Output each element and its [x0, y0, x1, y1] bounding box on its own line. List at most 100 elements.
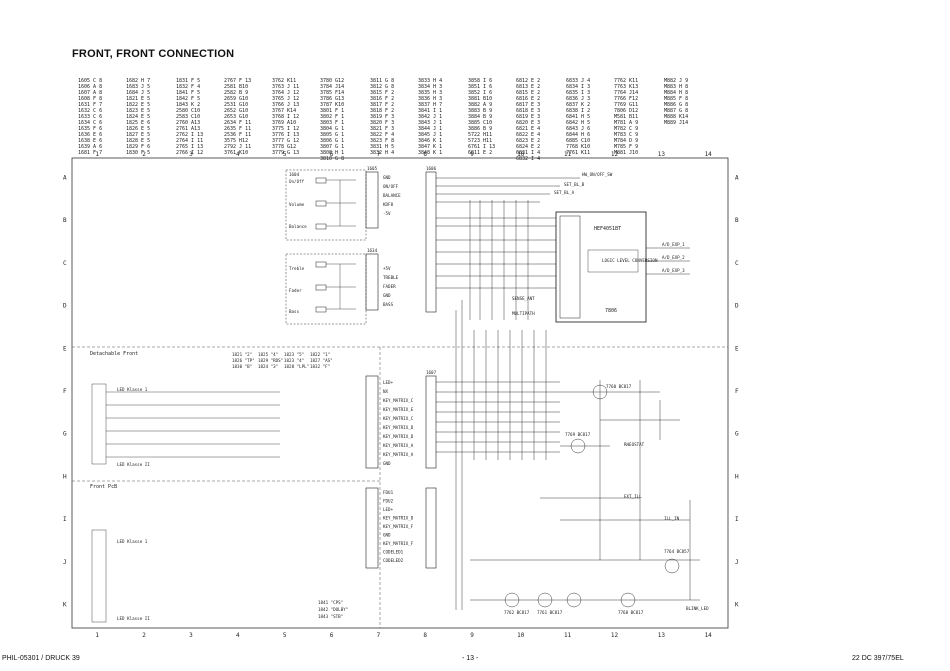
mark-note: 1821 "2" — [232, 352, 252, 357]
connector-1682 — [365, 487, 379, 569]
grid-column-label: 11 — [564, 632, 572, 639]
reference-entry: 3764 J 12 — [272, 90, 299, 96]
reference-entry: 1608 F 8 — [78, 96, 102, 102]
reference-entry: M888 K14 — [664, 114, 688, 120]
reference-entry: M782 C 9 — [614, 126, 638, 132]
reference-entry: 3883 B 9 — [468, 108, 492, 114]
pin-balance: BALANCE — [383, 193, 401, 198]
reference-entry: 2652 G10 — [224, 108, 248, 114]
pot-block-volume: 1604 On/Off Volume Balance 1605 GND ON/O… — [285, 166, 401, 241]
reference-entry: 3842 J 1 — [418, 114, 442, 120]
reference-entry: 3776 I 13 — [272, 132, 299, 138]
reference-entry: 3804 G 1 — [320, 126, 344, 132]
reference-entry: 1605 C 8 — [78, 78, 102, 84]
reference-entry: 3833 H 4 — [418, 78, 442, 84]
reference-entry: M581 B11 — [614, 114, 638, 120]
reference-entry: 3801 F 1 — [320, 108, 344, 114]
grid-row-label: I — [63, 516, 67, 523]
code-note: 1841 "CPS" — [318, 600, 343, 605]
reference-entry: 3811 G 8 — [370, 78, 394, 84]
grid-column-label: 4 — [236, 632, 240, 639]
reference-entry: 3836 H 3 — [418, 96, 442, 102]
reference-entry: 3882 A 9 — [468, 102, 492, 108]
lower-line-label: LED+ — [383, 507, 394, 512]
mark-note: 1827 "AS" — [310, 358, 333, 363]
reference-entry: 1826 E 5 — [126, 126, 150, 132]
pin-onoff: ON/OFF — [383, 184, 399, 189]
reference-entry: 3779 G 13 — [272, 150, 299, 156]
multipath-label: MULTIPATH — [512, 311, 535, 316]
grid-column-label: 13 — [658, 151, 666, 158]
pin-pos5v: +5V — [383, 266, 391, 271]
transistor-7768: 7768 BC817 — [618, 610, 644, 615]
detachable-front-label: Detachable Front — [90, 351, 138, 357]
reference-entry: 6817 E 3 — [516, 102, 540, 108]
reference-entry: 3847 K 1 — [418, 144, 442, 150]
reference-entry: M887 G 8 — [664, 108, 688, 114]
reference-entry: 2766 I 12 — [176, 150, 203, 156]
key-line-label: KEY_MATRIX_E — [383, 407, 414, 412]
reference-entry: 3766 J 13 — [272, 102, 299, 108]
grid-row-label: K — [735, 602, 739, 609]
sense-ant-label: SENSE_ANT — [512, 296, 535, 301]
mark-notes: 1821 "2"1825 "4"1823 "5"1822 "1"1826 "TP… — [232, 352, 333, 369]
led-column-left — [91, 383, 280, 623]
reference-entry: 1635 F 6 — [78, 126, 102, 132]
footer-center: - 13 - — [462, 655, 479, 662]
grid-row-label: J — [63, 559, 67, 566]
reference-entry: 6842 H 5 — [566, 120, 590, 126]
grid-column-label: 4 — [236, 151, 240, 158]
reference-entry: M883 H 8 — [664, 84, 688, 90]
grid-row-label: J — [735, 559, 739, 566]
lower-line-label: CODELED2 — [383, 558, 404, 563]
reference-entry: 1634 C 6 — [78, 120, 102, 126]
pin-neg5v: -5V — [383, 211, 391, 216]
footer-left: PHIL-05301 / DRUCK 39 — [2, 655, 80, 662]
reference-entry: 6761 I 13 — [468, 144, 495, 150]
footer-right: 22 DC 397/75EL — [852, 655, 904, 662]
reference-entry: 2762 I 13 — [176, 132, 203, 138]
reference-entry: 3834 H 3 — [418, 84, 442, 90]
reference-entry: 3823 F 8 — [370, 138, 394, 144]
label-treble: Treble — [289, 266, 305, 271]
reference-entry: 7806 D12 — [614, 108, 638, 114]
reference-entry: M781 A 9 — [614, 120, 638, 126]
reference-entry: 3812 G 8 — [370, 84, 394, 90]
reference-entry: 6843 J 6 — [566, 126, 590, 132]
led-klasse-2-bottom: LED Klasse II — [117, 616, 150, 621]
pin-kdf8: KDF8 — [383, 202, 394, 207]
grid-row-label: H — [63, 473, 67, 480]
grid-column-label: 11 — [564, 151, 572, 158]
key-line-label: KEY_MATRIX_C — [383, 398, 414, 403]
reference-entry: 3841 I 1 — [418, 108, 442, 114]
connector-1607-label: 1607 — [426, 370, 437, 375]
label-volume: Volume — [289, 202, 305, 207]
reference-entry: 1842 F 5 — [176, 96, 200, 102]
wiring-top — [436, 177, 580, 610]
reference-entry: 3852 I 6 — [468, 90, 492, 96]
reference-entry: 3775 I 12 — [272, 126, 299, 132]
reference-entry: 2653 G10 — [224, 114, 248, 120]
reference-entry: 1681 F 7 — [78, 150, 102, 156]
reference-entry: 2659 G10 — [224, 96, 248, 102]
reference-entry: 1843 K 2 — [176, 102, 200, 108]
reference-entry: 3765 J 12 — [272, 96, 299, 102]
key-line-label: GND — [383, 461, 391, 466]
grid-column-label: 12 — [611, 632, 619, 639]
key-lines: LED+NXKEY_MATRIX_CKEY_MATRIX_EKEY_MATRIX… — [383, 380, 414, 466]
reference-entry: 3778 G12 — [272, 144, 296, 150]
reference-entry: 6836 J 3 — [566, 96, 590, 102]
right-circuitry — [470, 380, 700, 608]
reference-entry: 3786 G13 — [320, 96, 344, 102]
grid-column-label: 3 — [189, 632, 193, 639]
grid-row-label: B — [735, 217, 739, 224]
code-note: 1843 "STB" — [318, 614, 343, 619]
grid-column-label: 14 — [705, 632, 713, 639]
reference-entry: 1822 E 5 — [126, 102, 150, 108]
reference-entry: 3822 F 4 — [370, 132, 394, 138]
reference-entry: 3802 F 1 — [320, 114, 344, 120]
key-line-label: KEY_MATRIX_A — [383, 443, 414, 448]
reference-entry: 2761 A13 — [176, 126, 200, 132]
transistor-7764: 7764 BC857 — [664, 549, 690, 554]
